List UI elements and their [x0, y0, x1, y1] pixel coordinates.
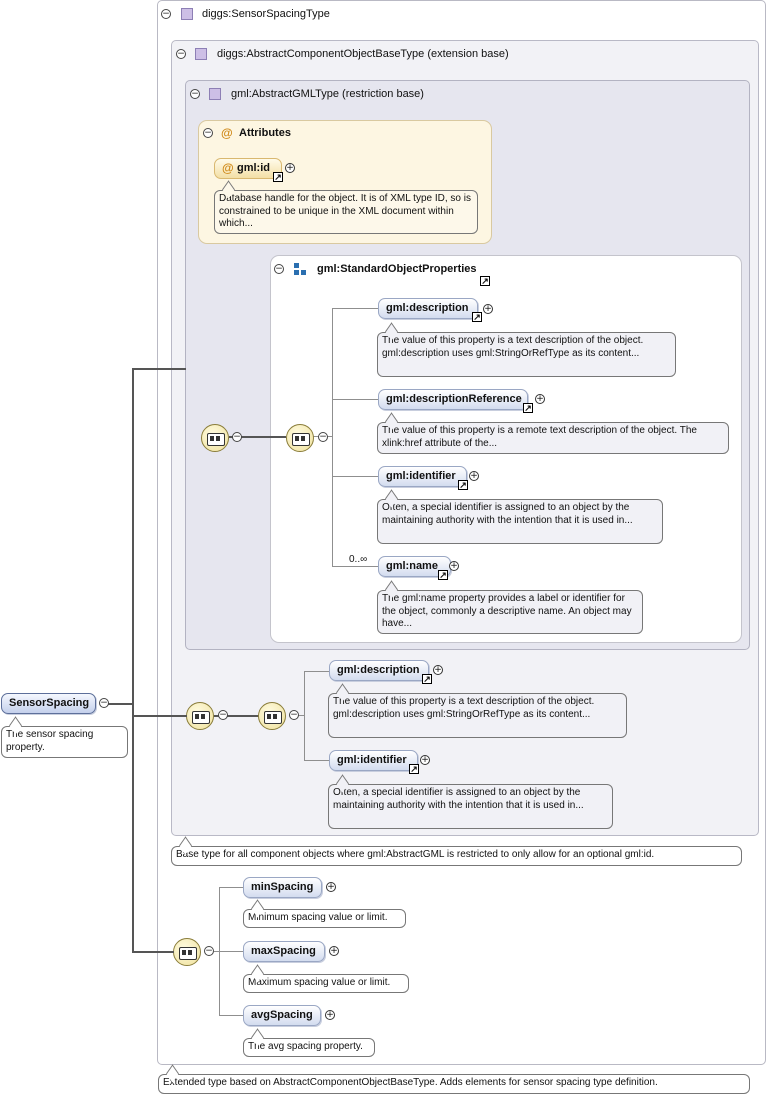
- expand-icon[interactable]: +: [326, 882, 336, 892]
- element-gml-identifier[interactable]: gml:identifier: [378, 466, 467, 487]
- collapse-toggle-icon[interactable]: −: [99, 698, 109, 708]
- collapse-toggle-icon[interactable]: −: [190, 89, 200, 99]
- connector-line: [332, 308, 333, 566]
- connector-line: [332, 308, 378, 309]
- connector-line: [132, 368, 186, 370]
- collapse-toggle-icon[interactable]: −: [218, 710, 228, 720]
- reference-icon[interactable]: ↗: [458, 480, 468, 490]
- connector-line: [214, 951, 220, 952]
- connector-line: [108, 703, 133, 705]
- type-frame-title: diggs:SensorSpacingType: [202, 8, 330, 20]
- sequence-compositor-icon[interactable]: [258, 702, 286, 730]
- expand-icon[interactable]: +: [469, 471, 479, 481]
- connector-line: [332, 566, 378, 567]
- expand-icon[interactable]: +: [535, 394, 545, 404]
- expand-icon[interactable]: +: [329, 946, 339, 956]
- collapse-toggle-icon[interactable]: −: [161, 9, 171, 19]
- expand-icon[interactable]: +: [325, 1010, 335, 1020]
- reference-icon[interactable]: ↗: [409, 764, 419, 774]
- attribute-icon: @: [221, 126, 233, 140]
- connector-line: [132, 368, 134, 952]
- cardinality-label: 0..∞: [349, 554, 368, 565]
- sequence-compositor-icon[interactable]: [173, 938, 201, 966]
- expand-icon[interactable]: +: [433, 665, 443, 675]
- collapse-toggle-icon[interactable]: −: [274, 264, 284, 274]
- connector-line: [219, 887, 244, 888]
- collapse-toggle-icon[interactable]: −: [289, 710, 299, 720]
- connector-line: [332, 476, 378, 477]
- attribute-name: gml:id: [237, 162, 270, 174]
- connector-line: [219, 1015, 244, 1016]
- element-gml-description[interactable]: gml:description: [329, 660, 429, 681]
- connector-line: [304, 760, 330, 761]
- attribute-doc: Database handle for the object. It is of…: [214, 190, 478, 234]
- element-min-spacing[interactable]: minSpacing: [243, 877, 322, 898]
- gml-frame-title: gml:AbstractGMLType (restriction base): [231, 88, 424, 100]
- element-doc: The gml:name property provides a label o…: [377, 590, 643, 634]
- connector-line: [298, 715, 305, 716]
- connector-line: [214, 715, 259, 717]
- connector-line: [304, 671, 330, 672]
- collapse-toggle-icon[interactable]: −: [318, 432, 328, 442]
- attribute-gml-id[interactable]: @ gml:id: [214, 158, 282, 179]
- element-doc: Maximum spacing value or limit.: [243, 974, 409, 993]
- attributes-title: Attributes: [239, 127, 291, 139]
- root-element-sensor-spacing[interactable]: SensorSpacing: [1, 693, 96, 714]
- element-doc: The value of this property is a remote t…: [377, 422, 729, 454]
- type-doc: Extended type based on AbstractComponent…: [158, 1074, 750, 1094]
- element-doc: Often, a special identifier is assigned …: [328, 784, 613, 829]
- connector-line: [132, 715, 187, 717]
- collapse-toggle-icon[interactable]: −: [176, 49, 186, 59]
- complex-type-icon: [209, 88, 221, 100]
- sequence-compositor-icon[interactable]: [286, 424, 314, 452]
- reference-icon[interactable]: ↗: [422, 674, 432, 684]
- expand-icon[interactable]: +: [285, 163, 295, 173]
- collapse-toggle-icon[interactable]: −: [203, 128, 213, 138]
- element-doc: The value of this property is a text des…: [377, 332, 676, 377]
- reference-icon[interactable]: ↗: [523, 403, 533, 413]
- element-max-spacing[interactable]: maxSpacing: [243, 941, 325, 962]
- element-doc: The value of this property is a text des…: [328, 693, 627, 738]
- connector-line: [332, 399, 378, 400]
- reference-icon[interactable]: ↗: [438, 570, 448, 580]
- complex-type-icon: [181, 8, 193, 20]
- connector-line: [132, 951, 174, 953]
- complex-type-icon: [195, 48, 207, 60]
- attribute-icon: @: [222, 161, 234, 175]
- base-frame-title: diggs:AbstractComponentObjectBaseType (e…: [217, 48, 509, 60]
- connector-line: [304, 671, 305, 761]
- connector-line: [219, 951, 244, 952]
- expand-icon[interactable]: +: [483, 304, 493, 314]
- element-gml-identifier[interactable]: gml:identifier: [329, 750, 418, 771]
- sequence-compositor-icon[interactable]: [186, 702, 214, 730]
- collapse-toggle-icon[interactable]: −: [232, 432, 242, 442]
- base-type-doc: Base type for all component objects wher…: [171, 846, 742, 866]
- element-doc: Often, a special identifier is assigned …: [377, 499, 663, 544]
- connector-line: [229, 436, 286, 438]
- root-element-doc: The sensor spacing property.: [1, 726, 128, 758]
- element-avg-spacing[interactable]: avgSpacing: [243, 1005, 321, 1026]
- expand-icon[interactable]: +: [420, 755, 430, 765]
- group-icon: [294, 263, 308, 275]
- element-gml-description[interactable]: gml:description: [378, 298, 478, 319]
- group-title: gml:StandardObjectProperties: [317, 263, 477, 275]
- element-doc: The avg spacing property.: [243, 1038, 375, 1057]
- reference-icon[interactable]: ↗: [472, 312, 482, 322]
- expand-icon[interactable]: +: [449, 561, 459, 571]
- element-gml-description-reference[interactable]: gml:descriptionReference: [378, 389, 528, 410]
- element-doc: Minimum spacing value or limit.: [243, 909, 406, 928]
- sequence-compositor-icon[interactable]: [201, 424, 229, 452]
- reference-icon[interactable]: ↗: [480, 276, 490, 286]
- reference-icon[interactable]: ↗: [273, 172, 283, 182]
- collapse-toggle-icon[interactable]: −: [204, 946, 214, 956]
